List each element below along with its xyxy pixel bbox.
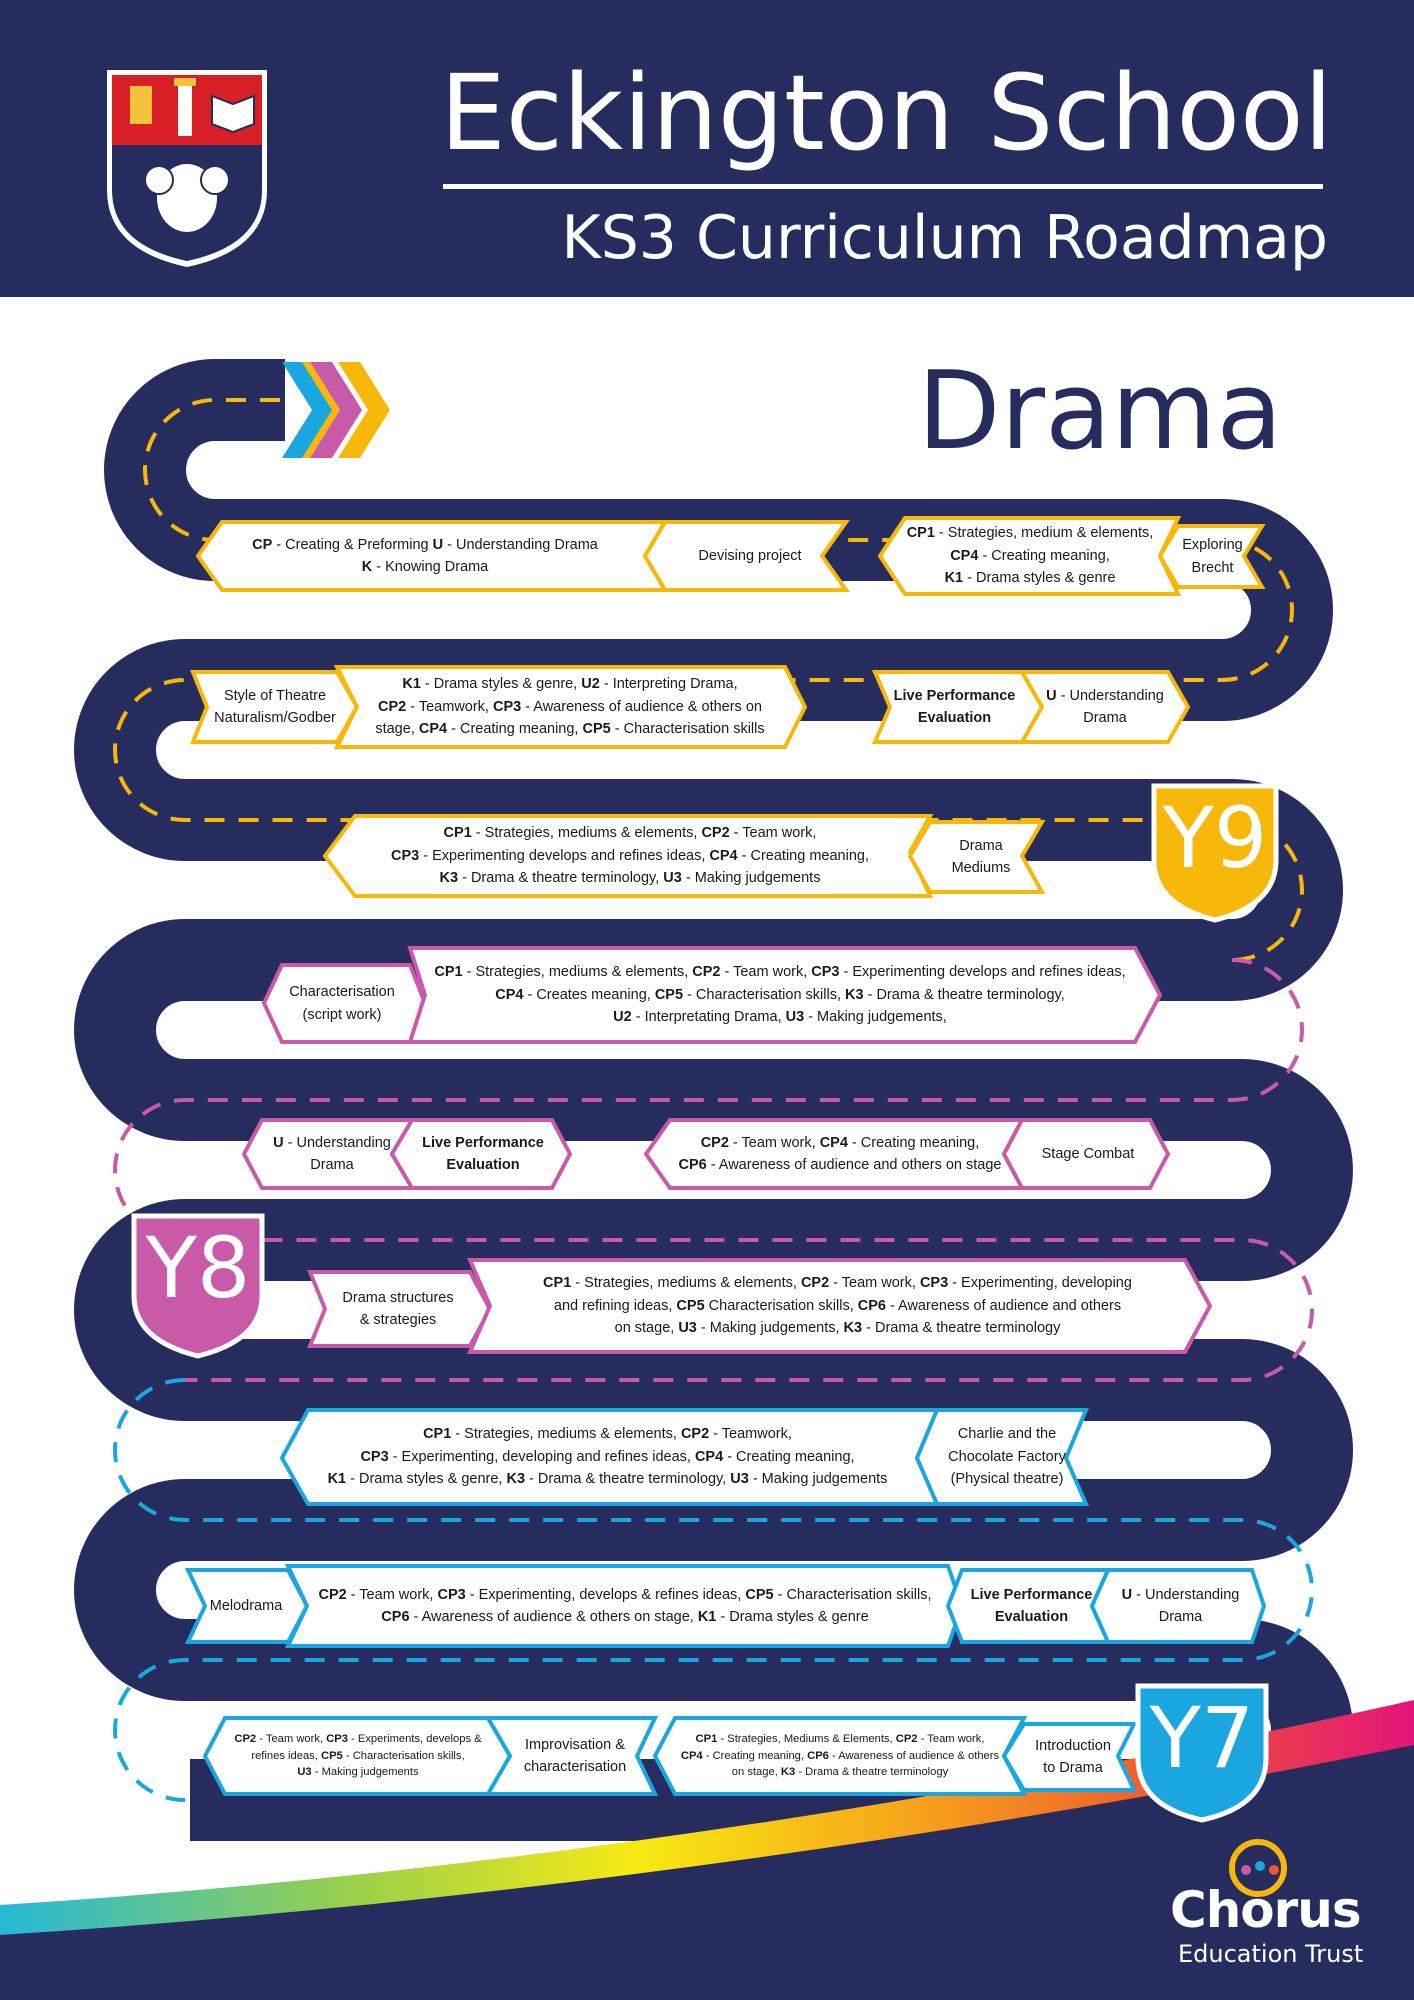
brecht-box	[1157, 524, 1266, 589]
route-dashes-y7	[113, 1378, 1314, 1802]
intro-objectives-text: CP1 - Strategies, Mediums & Elements, CP…	[680, 1732, 1000, 1779]
stage-combat-box	[1001, 1118, 1171, 1190]
introduction-box	[1001, 1722, 1138, 1792]
route-dashes-y9	[113, 398, 1304, 962]
chorus-logo-icon	[1229, 1839, 1287, 1897]
chorus-brand: Chorus	[1170, 1881, 1362, 1939]
route-dashes-y8	[113, 958, 1314, 1382]
brecht-objectives-box	[877, 516, 1182, 596]
structures-box	[307, 1270, 493, 1348]
y8-shield	[131, 1213, 265, 1359]
title-rule	[443, 184, 1323, 189]
roadmap-title: KS3 Curriculum Roadmap	[561, 203, 1328, 273]
combat-objectives-text: CP2 - Team work, CP4 - Creating meaning,…	[678, 1134, 1002, 1173]
characterisation-text: Characterisation(script work)	[289, 984, 395, 1023]
start-chevrons	[282, 362, 390, 458]
melodrama-objectives-box	[284, 1564, 965, 1648]
charlie-objectives-text: CP1 - Strategies, mediums & elements, CP…	[327, 1426, 888, 1488]
char-objectives-box	[407, 946, 1163, 1044]
impro-objectives-text: CP2 - Team work, CP3 - Experiments, deve…	[234, 1732, 482, 1779]
structures-objectives-box	[466, 1258, 1213, 1354]
school-name: Eckington School	[440, 52, 1333, 174]
charlie-box	[914, 1408, 1090, 1506]
y8-marker: Y8	[145, 1219, 251, 1317]
improvisation-box	[484, 1716, 659, 1796]
melodrama-objectives-text: CP2 - Team work, CP3 - Experimenting, de…	[318, 1586, 932, 1625]
improvisation-text: Improvisation &characterisation	[523, 1736, 627, 1775]
y7-marker: Y7	[1149, 1689, 1255, 1787]
intro-objectives-box	[652, 1716, 1028, 1796]
devising-text: Devising project	[698, 547, 802, 564]
understanding-y9-box	[1018, 670, 1191, 744]
y9-shield	[1151, 783, 1279, 923]
stage-combat-text: Stage Combat	[1041, 1145, 1135, 1162]
char-objectives-text: CP1 - Strategies, mediums & elements, CP…	[434, 964, 1126, 1026]
mediums-objectives-box	[322, 814, 934, 898]
drama-mediums-box	[907, 820, 1046, 894]
style-objectives-text: K1 - Drama styles & genre, U2 - Interpre…	[375, 676, 765, 738]
y7-shield	[1135, 1683, 1269, 1823]
structures-objectives-text: CP1 - Strategies, mediums & elements, CP…	[543, 1275, 1132, 1337]
style-objectives-box	[333, 665, 808, 749]
live-performance-y8-box	[389, 1118, 573, 1190]
legend-text: CP - Creating & Preforming U - Understan…	[252, 536, 598, 575]
style-of-theatre-box	[190, 670, 360, 744]
school-crest	[107, 70, 267, 267]
y9-marker: Y9	[1162, 789, 1268, 887]
mediums-objectives-text: CP1 - Strategies, mediums & elements, CP…	[391, 825, 869, 887]
devising-box	[642, 520, 850, 592]
structures-text: Drama structures& strategies	[342, 1289, 454, 1328]
footer-navy	[0, 1745, 1414, 2000]
chorus-trust: Education Trust	[1178, 1940, 1364, 1968]
subject-title: Drama	[917, 349, 1283, 474]
understanding-y7-box	[1089, 1568, 1267, 1644]
brecht-objectives-text: CP1 - Strategies, medium & elements,CP4 …	[906, 525, 1154, 587]
melodrama-text: Melodrama	[209, 1597, 283, 1614]
